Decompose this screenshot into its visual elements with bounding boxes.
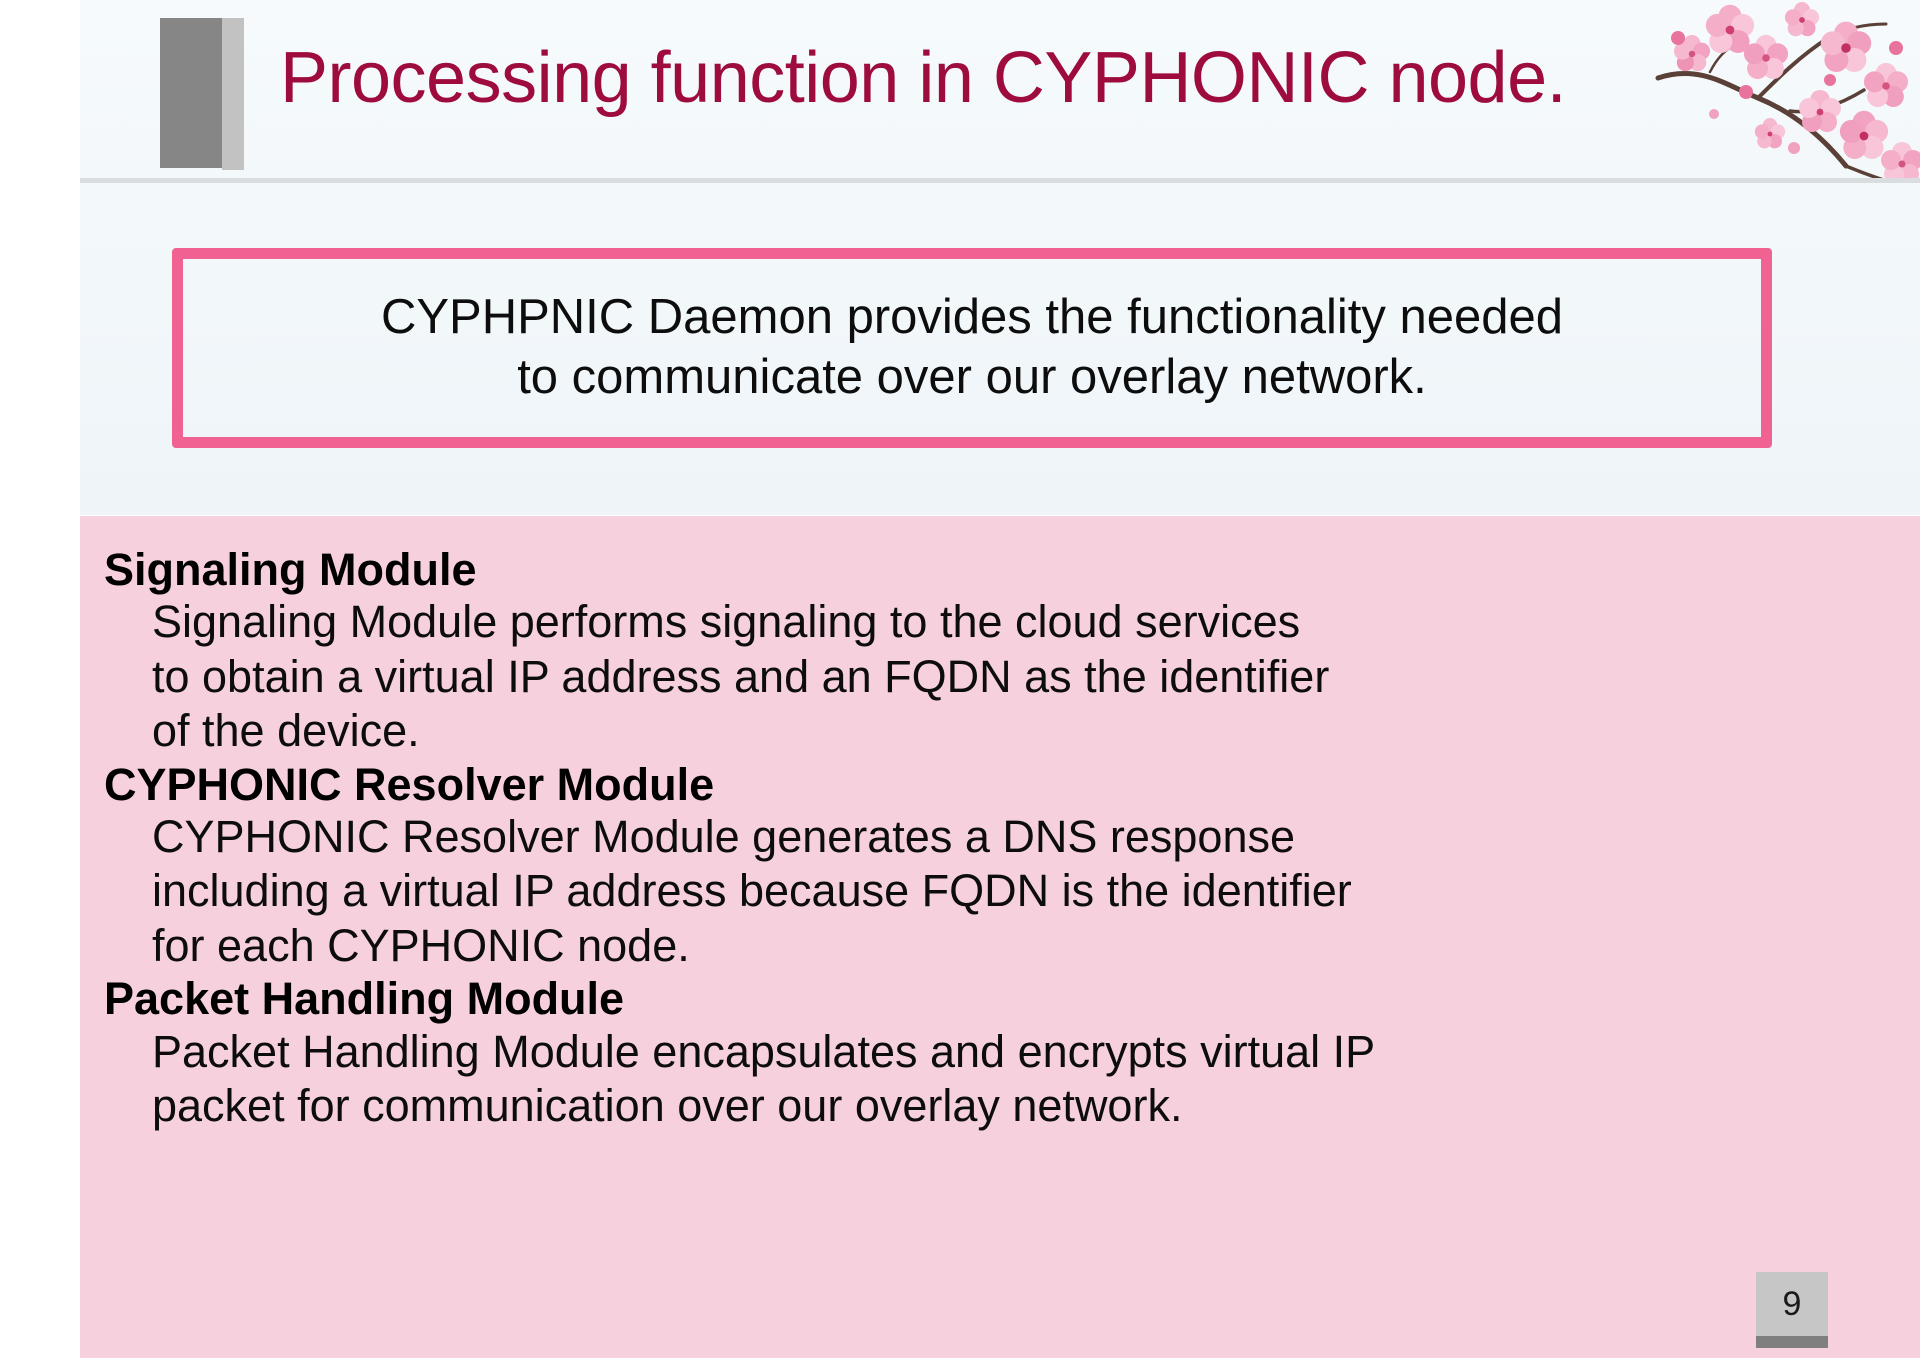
module-body: Signaling Module performs signaling to t… <box>80 595 1920 758</box>
page-number-underbar <box>1756 1336 1828 1348</box>
module-heading: Signaling Module <box>104 544 477 595</box>
page-number-badge: 9 <box>1756 1272 1828 1336</box>
callout-line: to communicate over our overlay network. <box>517 350 1427 404</box>
page-number-text: 9 <box>1782 1285 1802 1323</box>
callout-box: CYPHPNIC Daemon provides the functionali… <box>172 248 1772 448</box>
title-divider <box>80 178 1920 183</box>
modules-list: Signaling Module Signaling Module perfor… <box>80 544 1920 1133</box>
module-body-line: packet for communication over our overla… <box>152 1079 1183 1131</box>
callout-line: CYPHPNIC Daemon provides the functionali… <box>380 290 1564 345</box>
title-accent-bar-light <box>222 18 244 170</box>
module-body-line: Signaling Module performs signaling to t… <box>152 596 1301 648</box>
module-heading: Packet Handling Module <box>104 973 625 1025</box>
module-body: CYPHONIC Resolver Module generates a DNS… <box>80 810 1920 973</box>
module-body-line: including a virtual IP address because F… <box>152 865 1352 917</box>
title-accent-bar-dark <box>160 18 222 168</box>
module-block-packet-handling: Packet Handling Module Packet Handling M… <box>80 973 1920 1133</box>
page-title: Processing function in CYPHONIC node. <box>280 38 1567 118</box>
module-body-line: for each CYPHONIC node. <box>152 919 690 971</box>
module-body-line: CYPHONIC Resolver Module generates a DNS… <box>152 810 1295 862</box>
module-block-signaling: Signaling Module Signaling Module perfor… <box>80 544 1920 759</box>
module-body-line: Packet Handling Module encapsulates and … <box>152 1025 1376 1077</box>
modules-panel: Signaling Module Signaling Module perfor… <box>80 516 1920 1358</box>
module-body: Packet Handling Module encapsulates and … <box>80 1025 1920 1134</box>
module-heading: CYPHONIC Resolver Module <box>104 758 715 810</box>
module-body-line: to obtain a virtual IP address and an FQ… <box>152 650 1330 702</box>
module-body-line: of the device. <box>152 705 420 757</box>
title-band: Processing function in CYPHONIC node. <box>80 0 1920 180</box>
module-block-resolver: CYPHONIC Resolver Module CYPHONIC Resolv… <box>80 759 1920 974</box>
